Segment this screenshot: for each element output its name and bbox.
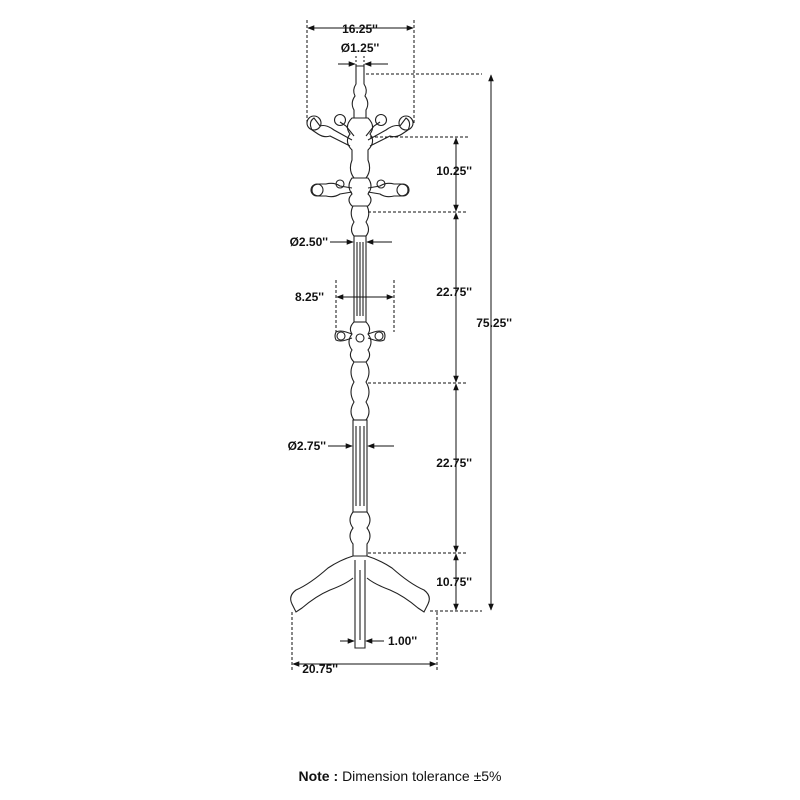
dim-upper-post-diameter: Ø2.50'' — [290, 235, 329, 249]
upper-neck — [350, 205, 370, 237]
middle-hooks — [334, 330, 386, 342]
dim-base-width: 20.75'' — [302, 662, 338, 676]
bottom-turning — [349, 511, 371, 557]
upper-post — [353, 235, 367, 323]
lower-post — [352, 419, 368, 513]
dim-upper-hooks-height: 10.25'' — [436, 164, 472, 178]
dim-lower-post-diameter: Ø2.75'' — [288, 439, 327, 453]
dim-middle-hooks-width: 8.25'' — [295, 290, 324, 304]
note-text: Dimension tolerance ±5% — [342, 768, 502, 784]
tripod-base — [290, 555, 430, 649]
dim-total-height: 75.25'' — [476, 316, 512, 330]
dim-top-width: 16.25'' — [342, 22, 378, 36]
coat-rack-outline — [290, 65, 430, 649]
note-separator: : — [333, 768, 339, 784]
lower-neck — [350, 361, 370, 421]
dimension-labels: 16.25'' Ø1.25'' 10.25'' Ø2.50'' 8.25'' 2… — [288, 22, 513, 676]
note-label: Note — [298, 768, 330, 784]
top-hub — [346, 117, 374, 179]
dim-base-height: 10.75'' — [436, 575, 472, 589]
dim-base-column-width: 1.00'' — [388, 634, 417, 648]
tolerance-note: Note : Dimension tolerance ±5% — [0, 768, 800, 784]
dim-finial-diameter: Ø1.25'' — [341, 41, 380, 55]
finial — [351, 65, 369, 119]
dimension-lines — [291, 20, 494, 670]
second-hub — [348, 177, 372, 207]
dim-upper-section-height: 22.75'' — [436, 285, 472, 299]
top-hooks — [306, 113, 414, 147]
dim-lower-section-height: 22.75'' — [436, 456, 472, 470]
upper-side-hooks — [310, 179, 410, 198]
middle-hub-knob — [355, 333, 365, 343]
